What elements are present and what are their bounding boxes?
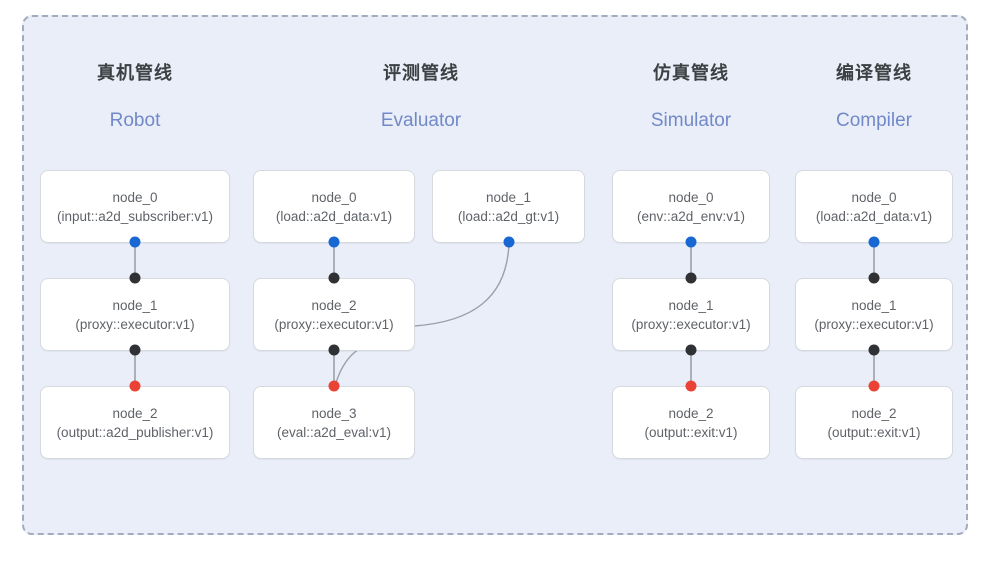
node-type: (proxy::executor:v1) xyxy=(274,316,394,332)
port-input-compiler-2[interactable] xyxy=(868,380,880,392)
node-card-evaluator-0[interactable]: node_0 (load::a2d_data:v1) xyxy=(253,170,415,243)
node-id: node_2 xyxy=(112,405,158,421)
node-type: (load::a2d_gt:v1) xyxy=(457,208,560,224)
node-id: node_1 xyxy=(485,189,532,205)
node-id: node_0 xyxy=(668,189,714,205)
port-output-evaluator-1[interactable] xyxy=(503,236,515,248)
port-input-evaluator-3[interactable] xyxy=(328,380,340,392)
port-output-evaluator-0[interactable] xyxy=(328,236,340,248)
node-card-simulator-0[interactable]: node_0 (env::a2d_env:v1) xyxy=(612,170,770,243)
node-type: (env::a2d_env:v1) xyxy=(636,208,746,224)
node-id: node_0 xyxy=(112,189,158,205)
node-type: (output::exit:v1) xyxy=(827,424,921,440)
port-output-evaluator-2[interactable] xyxy=(328,344,340,356)
node-card-compiler-2[interactable]: node_2 (output::exit:v1) xyxy=(795,386,953,459)
port-output-compiler-0[interactable] xyxy=(868,236,880,248)
node-id: node_3 xyxy=(311,405,357,421)
node-card-evaluator-2[interactable]: node_2 (proxy::executor:v1) xyxy=(253,278,415,351)
node-type: (input::a2d_subscriber:v1) xyxy=(56,208,214,224)
node-id: node_2 xyxy=(851,405,897,421)
node-id: node_1 xyxy=(112,297,158,313)
node-card-evaluator-1[interactable]: node_1 (load::a2d_gt:v1) xyxy=(432,170,585,243)
node-type: (eval::a2d_eval:v1) xyxy=(276,424,392,440)
node-type: (load::a2d_data:v1) xyxy=(815,208,933,224)
port-output-simulator-0[interactable] xyxy=(685,236,697,248)
port-input-robot-1[interactable] xyxy=(129,272,141,284)
node-id: node_2 xyxy=(668,405,714,421)
node-id: node_0 xyxy=(851,189,897,205)
node-card-evaluator-3[interactable]: node_3 (eval::a2d_eval:v1) xyxy=(253,386,415,459)
node-type: (output::a2d_publisher:v1) xyxy=(56,424,214,440)
node-card-robot-1[interactable]: node_1 (proxy::executor:v1) xyxy=(40,278,230,351)
port-output-compiler-1[interactable] xyxy=(868,344,880,356)
port-input-evaluator-2[interactable] xyxy=(328,272,340,284)
node-card-compiler-1[interactable]: node_1 (proxy::executor:v1) xyxy=(795,278,953,351)
node-card-simulator-1[interactable]: node_1 (proxy::executor:v1) xyxy=(612,278,770,351)
node-id: node_0 xyxy=(311,189,357,205)
node-card-robot-2[interactable]: node_2 (output::a2d_publisher:v1) xyxy=(40,386,230,459)
node-card-simulator-2[interactable]: node_2 (output::exit:v1) xyxy=(612,386,770,459)
port-input-robot-2[interactable] xyxy=(129,380,141,392)
node-id: node_1 xyxy=(668,297,714,313)
port-output-robot-1[interactable] xyxy=(129,344,141,356)
port-input-simulator-2[interactable] xyxy=(685,380,697,392)
port-input-simulator-1[interactable] xyxy=(685,272,697,284)
node-id: node_2 xyxy=(311,297,357,313)
port-input-compiler-1[interactable] xyxy=(868,272,880,284)
node-type: (proxy::executor:v1) xyxy=(631,316,751,332)
port-output-robot-0[interactable] xyxy=(129,236,141,248)
node-card-robot-0[interactable]: node_0 (input::a2d_subscriber:v1) xyxy=(40,170,230,243)
node-type: (output::exit:v1) xyxy=(644,424,738,440)
port-output-simulator-1[interactable] xyxy=(685,344,697,356)
node-type: (proxy::executor:v1) xyxy=(814,316,934,332)
node-id: node_1 xyxy=(851,297,897,313)
node-card-compiler-0[interactable]: node_0 (load::a2d_data:v1) xyxy=(795,170,953,243)
node-type: (load::a2d_data:v1) xyxy=(275,208,393,224)
node-type: (proxy::executor:v1) xyxy=(75,316,195,332)
